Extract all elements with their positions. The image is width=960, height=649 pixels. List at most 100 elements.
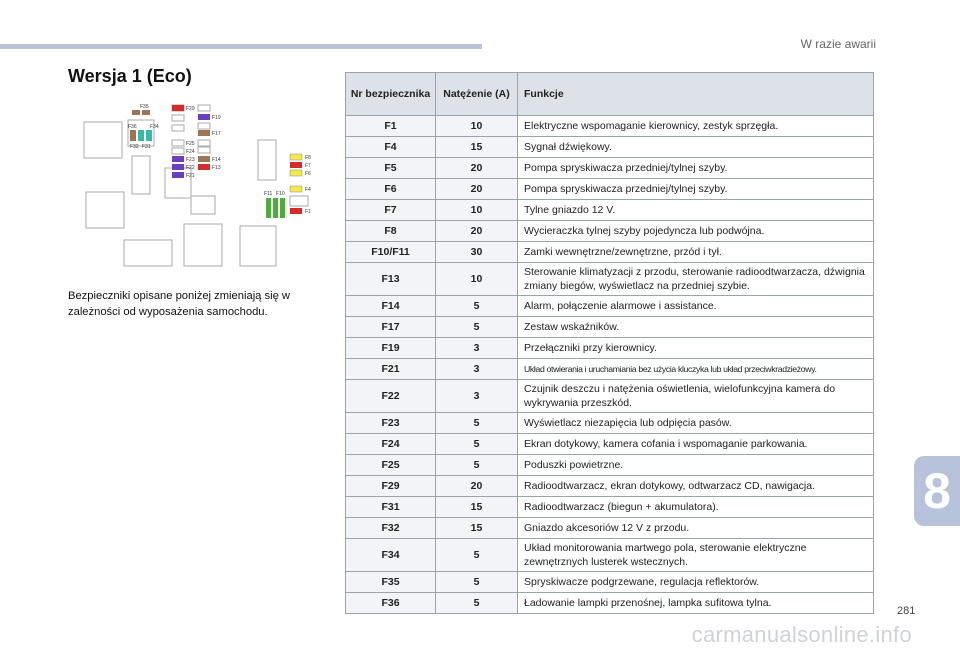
function-cell: Układ monitorowania martwego pola, stero… [517,538,874,572]
fuse-F35-icon [132,110,140,115]
header-current: Natężenie (A) [435,72,518,116]
fuse-F19-icon [198,114,210,120]
fuse-F34-icon [146,130,152,141]
function-cell: Tylne gniazdo 12 V. [517,199,874,221]
label-F14: F14 [212,157,221,163]
fuse-number-cell: F35 [345,571,436,593]
fuse-number-cell: F32 [345,517,436,539]
current-cell: 5 [435,454,518,476]
current-cell: 5 [435,571,518,593]
current-cell: 3 [435,379,518,413]
label-F29: F29 [186,106,195,112]
fuse-number-cell: F17 [345,316,436,338]
page-title: Wersja 1 (Eco) [68,66,192,86]
current-cell: 20 [435,475,518,497]
fuse-F23-icon [172,156,184,162]
page-number: 281 [897,605,916,617]
watermark: carmanualsonline.info [691,622,912,647]
label-F31: F31 [142,144,151,150]
current-cell: 10 [435,262,518,296]
function-cell: Pompa spryskiwacza przedniej/tylnej szyb… [517,178,874,200]
current-cell: 30 [435,241,518,263]
fuse-F36-icon [130,130,136,141]
label-F25: F25 [186,141,195,147]
current-cell: 5 [435,412,518,434]
fuse-F14-icon [198,156,210,162]
function-cell: Pompa spryskiwacza przedniej/tylnej szyb… [517,157,874,179]
fuse-number-cell: F8 [345,220,436,242]
fuse-F4-icon [289,185,303,193]
fuse-F10-icon [280,198,285,218]
function-cell: Radioodtwarzacz (biegun + akumulatora). [517,496,874,518]
fuse-table: Nr bezpiecznika Natężenie (A) Funkcje F1… [345,72,874,614]
current-cell: 5 [435,295,518,317]
function-cell: Wycieraczka tylnej szyby pojedyncza lub … [517,220,874,242]
current-cell: 10 [435,115,518,137]
fuse-F24-slot [171,147,185,155]
function-cell: Zamki wewnętrzne/zewnętrzne, przód i tył… [517,241,874,263]
fuse-F29-icon [172,105,184,111]
fuse-note: Bezpieczniki opisane poniżej zmieniają s… [68,290,291,318]
current-cell: 15 [435,517,518,539]
fuse-number-cell: F24 [345,433,436,455]
label-F1: F1 [305,209,311,215]
fuse-number-cell: F19 [345,337,436,359]
label-F36: F36 [128,124,137,130]
label-F6: F6 [305,171,311,177]
fuse-F11-icon [266,198,271,218]
function-cell: Wyświetlacz niezapięcia lub odpięcia pas… [517,412,874,434]
fuse-F6-icon [289,169,303,177]
function-cell: Poduszki powietrzne. [517,454,874,476]
current-cell: 5 [435,316,518,338]
fuse-F35b-icon [142,110,150,115]
function-cell: Sterowanie klimatyzacji z przodu, sterow… [517,262,874,296]
table-header-row: Nr bezpiecznika Natężenie (A) Funkcje [345,72,874,116]
fuse-number-cell: F21 [345,358,436,380]
fuse-F25-slot [171,139,185,147]
label-F21: F21 [186,173,195,179]
label-F23: F23 [186,157,195,163]
current-cell: 5 [435,538,518,572]
label-F4: F4 [305,187,311,193]
fuse-number-cell: F7 [345,199,436,221]
fuse-F17-icon [198,130,210,136]
fuse-number-cell: F34 [345,538,436,572]
relay-outlines [83,104,309,267]
current-cell: 3 [435,337,518,359]
label-F32: F32 [130,144,139,150]
fuse-number-cell: F22 [345,379,436,413]
fuse-F22-icon [172,164,184,170]
label-F8: F8 [305,155,311,161]
fuse-number-cell: F1 [345,115,436,137]
current-cell: 5 [435,433,518,455]
label-F24: F24 [186,149,195,155]
fuse-number-cell: F23 [345,412,436,434]
fuse-F7-icon [290,162,302,168]
fuse-F11b-icon [273,198,278,218]
fuse-F36b-icon [138,130,144,141]
fuse-box-diagram: F35 F36 F34 F32 F31 F29 F25 F24 F23 F22 … [83,104,311,267]
current-cell: 15 [435,136,518,158]
fuse-F8-icon [289,153,303,161]
fuse-number-cell: F25 [345,454,436,476]
header-fuse-number: Nr bezpiecznika [345,72,436,116]
function-cell: Radioodtwarzacz, ekran dotykowy, odtwarz… [517,475,874,497]
current-cell: 20 [435,220,518,242]
function-cell: Elektryczne wspomaganie kierownicy, zest… [517,115,874,137]
function-cell: Ładowanie lampki przenośnej, lampka sufi… [517,592,874,614]
function-cell: Sygnał dźwiękowy. [517,136,874,158]
chapter-tab: 8 [914,456,960,526]
